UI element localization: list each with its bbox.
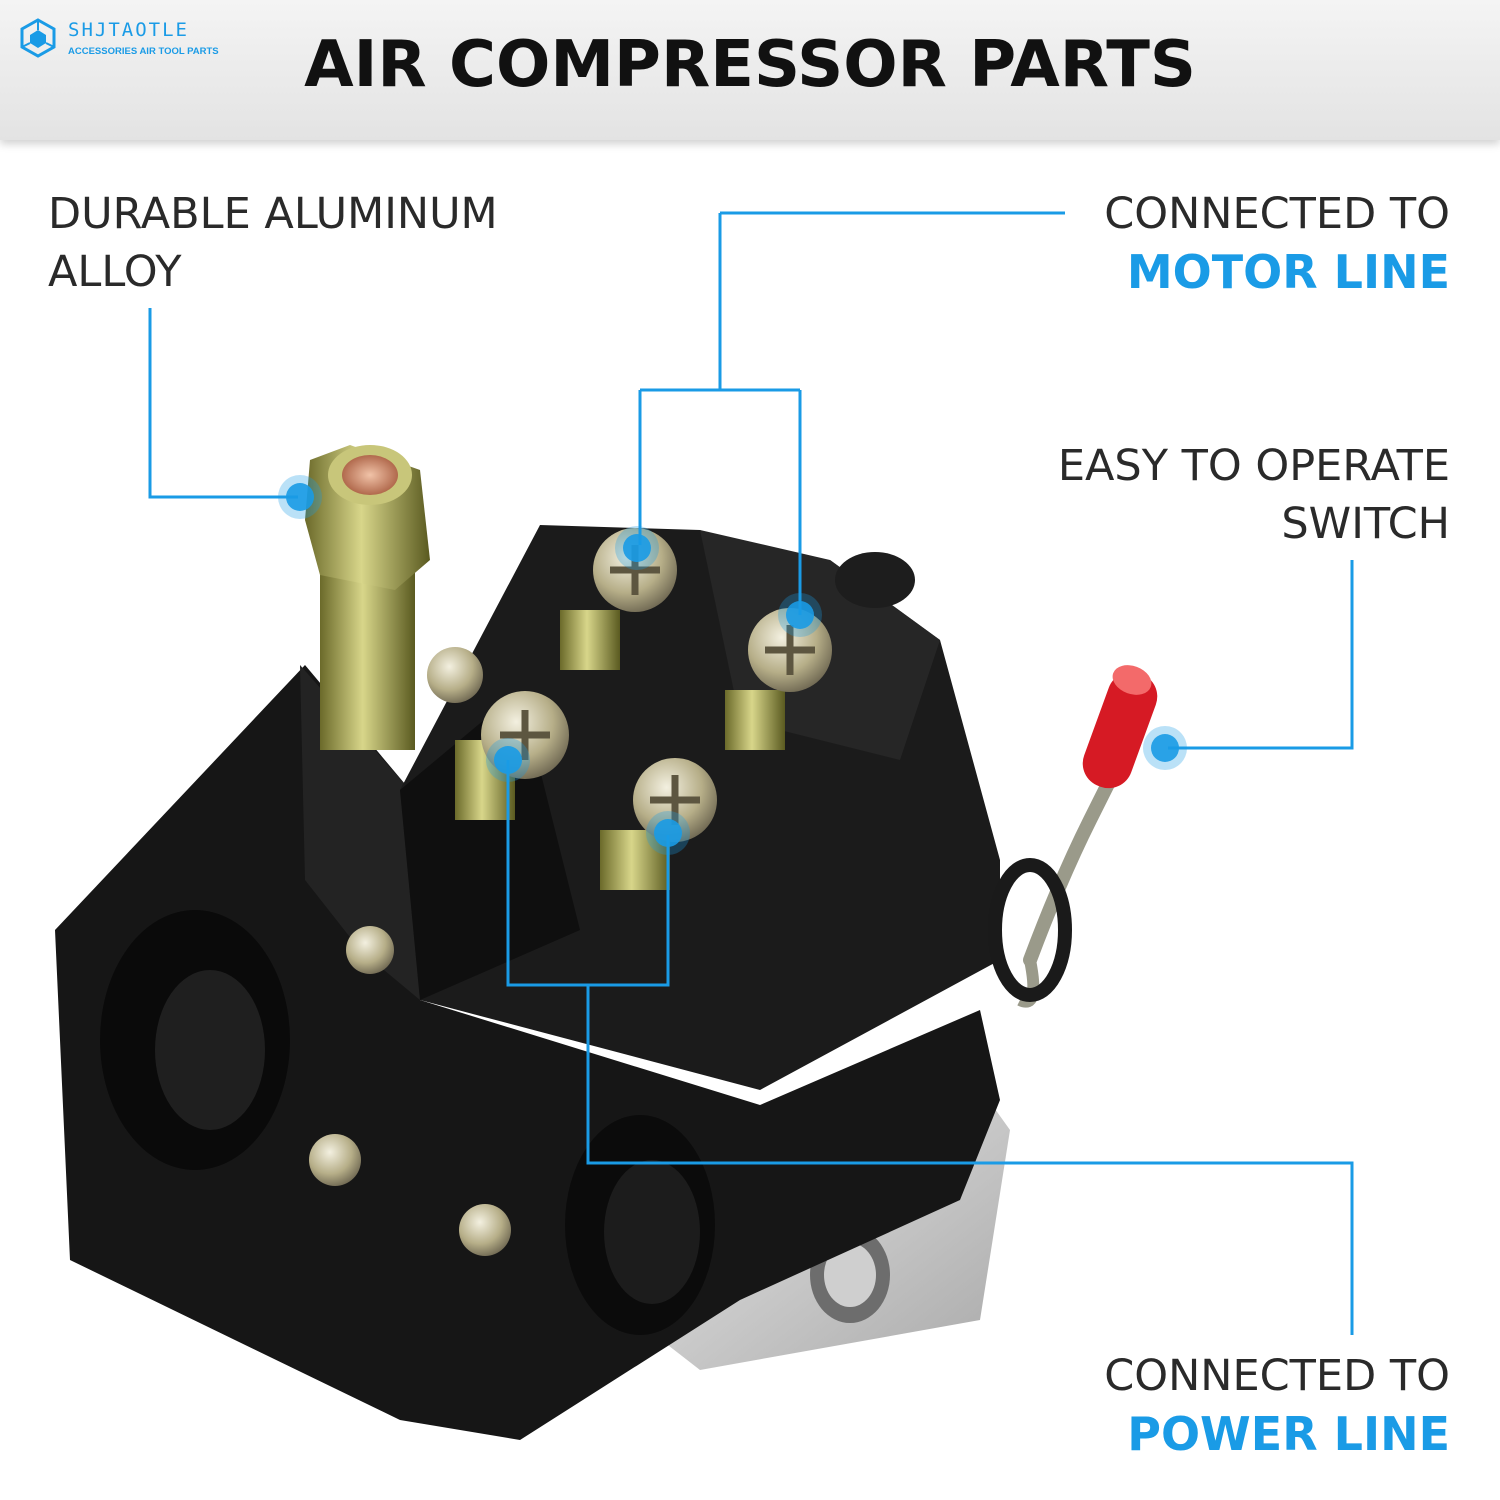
page-title: AIR COMPRESSOR PARTS bbox=[304, 28, 1196, 102]
brand-tagline: ACCESSORIES AIR TOOL PARTS bbox=[68, 46, 219, 57]
callout-switch: EASY TO OPERATE SWITCH bbox=[1058, 437, 1450, 553]
header-banner: SHJTAOTLE ACCESSORIES AIR TOOL PARTS AIR… bbox=[0, 0, 1500, 140]
callout-power-line1: CONNECTED TO bbox=[1104, 1351, 1450, 1401]
callout-aluminum-line2: ALLOY bbox=[48, 247, 182, 297]
brand-logo: SHJTAOTLE ACCESSORIES AIR TOOL PARTS bbox=[18, 16, 228, 66]
callout-motor-line2: MOTOR LINE bbox=[1126, 245, 1450, 299]
brand-name: SHJTAOTLE bbox=[68, 19, 189, 41]
callout-motor-line1: CONNECTED TO bbox=[1104, 189, 1450, 239]
callout-switch-line1: EASY TO OPERATE bbox=[1057, 441, 1450, 491]
callout-switch-line2: SWITCH bbox=[1281, 499, 1450, 549]
callout-power-line: CONNECTED TO POWER LINE bbox=[1104, 1347, 1450, 1463]
pressure-switch-photo bbox=[55, 211, 1354, 1440]
callout-power-line2: POWER LINE bbox=[1127, 1407, 1450, 1461]
callout-motor-line: CONNECTED TO MOTOR LINE bbox=[1104, 185, 1450, 301]
cube-logo-icon bbox=[20, 18, 56, 58]
callout-aluminum-line1: DURABLE ALUMINUM bbox=[48, 189, 498, 239]
callout-aluminum: DURABLE ALUMINUM ALLOY bbox=[48, 185, 498, 301]
